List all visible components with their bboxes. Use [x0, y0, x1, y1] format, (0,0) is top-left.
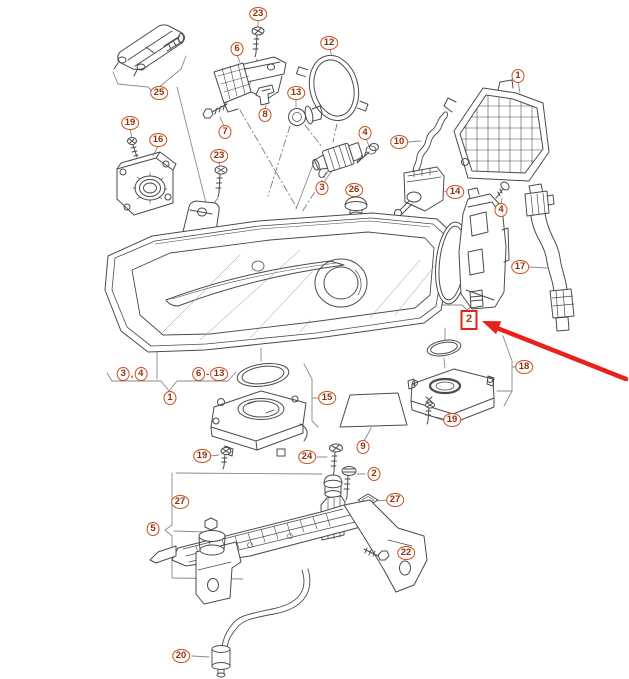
part-1-housing-cover	[443, 79, 550, 182]
callout-23-mid[interactable]: 23	[210, 149, 228, 163]
part-17-cable	[524, 183, 575, 332]
callout-18[interactable]: 18	[515, 360, 533, 374]
part-19-screw-topleft	[127, 137, 139, 158]
callout-20[interactable]: 20	[172, 649, 190, 663]
part-9-sheet	[339, 392, 408, 428]
callout-27-right[interactable]: 27	[386, 493, 404, 507]
callout-group-6-13[interactable]: 6-13	[192, 367, 228, 381]
callout-24[interactable]: 24	[298, 450, 316, 464]
callout-15[interactable]: 15	[318, 391, 336, 405]
part-7-screw	[202, 103, 228, 119]
part-15-ballast	[210, 363, 308, 457]
callout-6[interactable]: 6	[230, 42, 244, 56]
part-19-screw-right	[425, 401, 435, 425]
callout-4-right[interactable]: 4	[494, 203, 508, 217]
callout-9[interactable]: 9	[356, 440, 370, 454]
part-16-module	[116, 151, 177, 216]
part-13-bulb	[288, 105, 323, 126]
part-12-ring	[295, 54, 369, 122]
callout-17[interactable]: 17	[511, 260, 529, 274]
part-19-screw-mid	[220, 447, 232, 470]
callout-8[interactable]: 8	[258, 108, 272, 122]
callout-19-topleft[interactable]: 19	[121, 116, 139, 130]
callout-1-group[interactable]: 1	[163, 391, 177, 405]
callout-group-6[interactable]: 6	[192, 367, 206, 381]
part-18-ballast	[407, 339, 495, 424]
part-3-bulb-holder	[312, 142, 364, 178]
part-25-cover	[113, 24, 185, 77]
part-20-cable	[211, 568, 311, 678]
callout-2-screw[interactable]: 2	[367, 467, 381, 481]
part-6-bracket	[213, 56, 287, 113]
callout-26[interactable]: 26	[345, 183, 363, 197]
group-separator: ,	[130, 368, 134, 380]
callout-27-left[interactable]: 27	[171, 495, 189, 509]
callout-12[interactable]: 12	[320, 36, 338, 50]
callout-4-mid[interactable]: 4	[358, 126, 372, 140]
part-8-clip	[255, 84, 275, 106]
callout-group-4[interactable]: 4	[134, 367, 148, 381]
callout-5[interactable]: 5	[146, 522, 160, 536]
callout-group-3-4[interactable]: 3,4	[116, 367, 148, 381]
callout-22[interactable]: 22	[397, 546, 415, 560]
group-separator: -	[206, 368, 210, 380]
callout-19-mid[interactable]: 19	[193, 449, 211, 463]
selection-arrow-icon	[482, 321, 629, 382]
callout-25[interactable]: 25	[150, 86, 168, 100]
headlight-assembly	[104, 200, 453, 353]
highlighted-callout-2[interactable]: 2	[460, 310, 478, 330]
callout-1-housing[interactable]: 1	[511, 69, 525, 83]
part-2-carrier-group	[435, 187, 510, 310]
part-14-motor	[394, 166, 445, 217]
part-23-screw-top	[251, 26, 265, 58]
callout-13[interactable]: 13	[287, 86, 305, 100]
part-4-screw-mid	[356, 143, 379, 164]
callout-14[interactable]: 14	[446, 185, 464, 199]
part-4-screw-right	[495, 181, 510, 199]
part-23-screw-mid	[214, 165, 228, 198]
part-5-bracket	[149, 443, 428, 605]
part-26-grommet	[344, 196, 368, 219]
callout-23-top[interactable]: 23	[249, 7, 267, 21]
callout-19-right[interactable]: 19	[443, 413, 461, 427]
callout-16[interactable]: 16	[149, 133, 167, 147]
callout-group-3[interactable]: 3	[116, 367, 130, 381]
callout-group-13[interactable]: 13	[210, 367, 228, 381]
callout-10[interactable]: 10	[390, 135, 408, 149]
callout-3[interactable]: 3	[315, 181, 329, 195]
callout-7[interactable]: 7	[218, 125, 232, 139]
